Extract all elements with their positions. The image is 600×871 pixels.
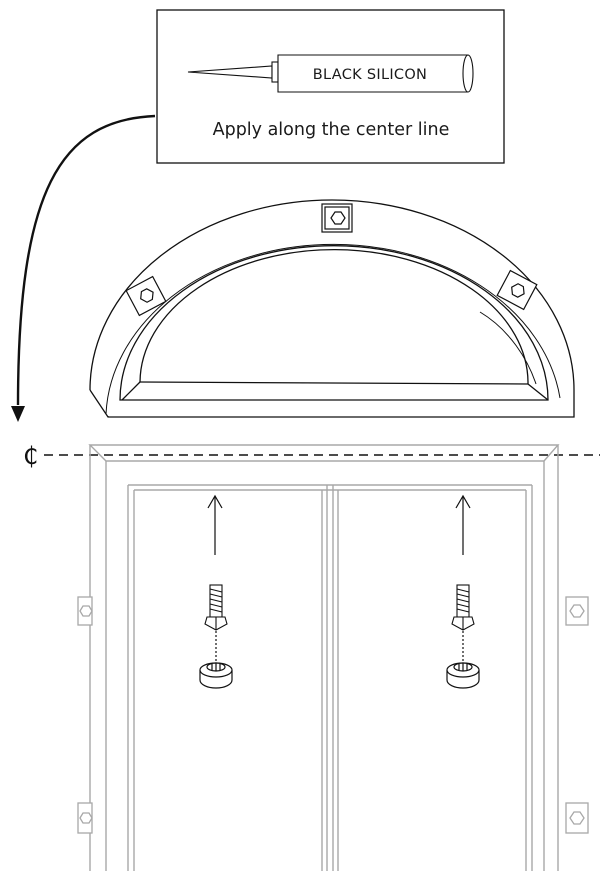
hex-bracket-icon [321, 203, 353, 233]
cap-nut-icon [446, 662, 480, 689]
door-frame [88, 444, 560, 871]
bolt-icon [204, 584, 228, 631]
arrow-up-icon [207, 494, 223, 555]
hex-bracket-icon [565, 802, 589, 834]
callout-box: BLACK SILICON Apply along the center lin… [156, 9, 505, 164]
arrow-up-icon [455, 494, 471, 555]
arched-transom [89, 199, 575, 418]
centerline-symbol: ₵ [23, 442, 38, 470]
instruction-text: Apply along the center line [213, 120, 450, 140]
hex-bracket-icon [565, 596, 589, 626]
silicone-tube-icon [187, 54, 474, 93]
cap-nut-icon [199, 662, 233, 689]
tube-label: BLACK SILICON [313, 67, 427, 83]
hex-bracket-icon [77, 596, 93, 626]
hex-bracket-icon [496, 269, 538, 311]
hex-bracket-icon [77, 802, 93, 834]
bolt-icon [451, 584, 475, 631]
hex-bracket-icon [125, 275, 167, 317]
arrow-curved [11, 114, 156, 422]
